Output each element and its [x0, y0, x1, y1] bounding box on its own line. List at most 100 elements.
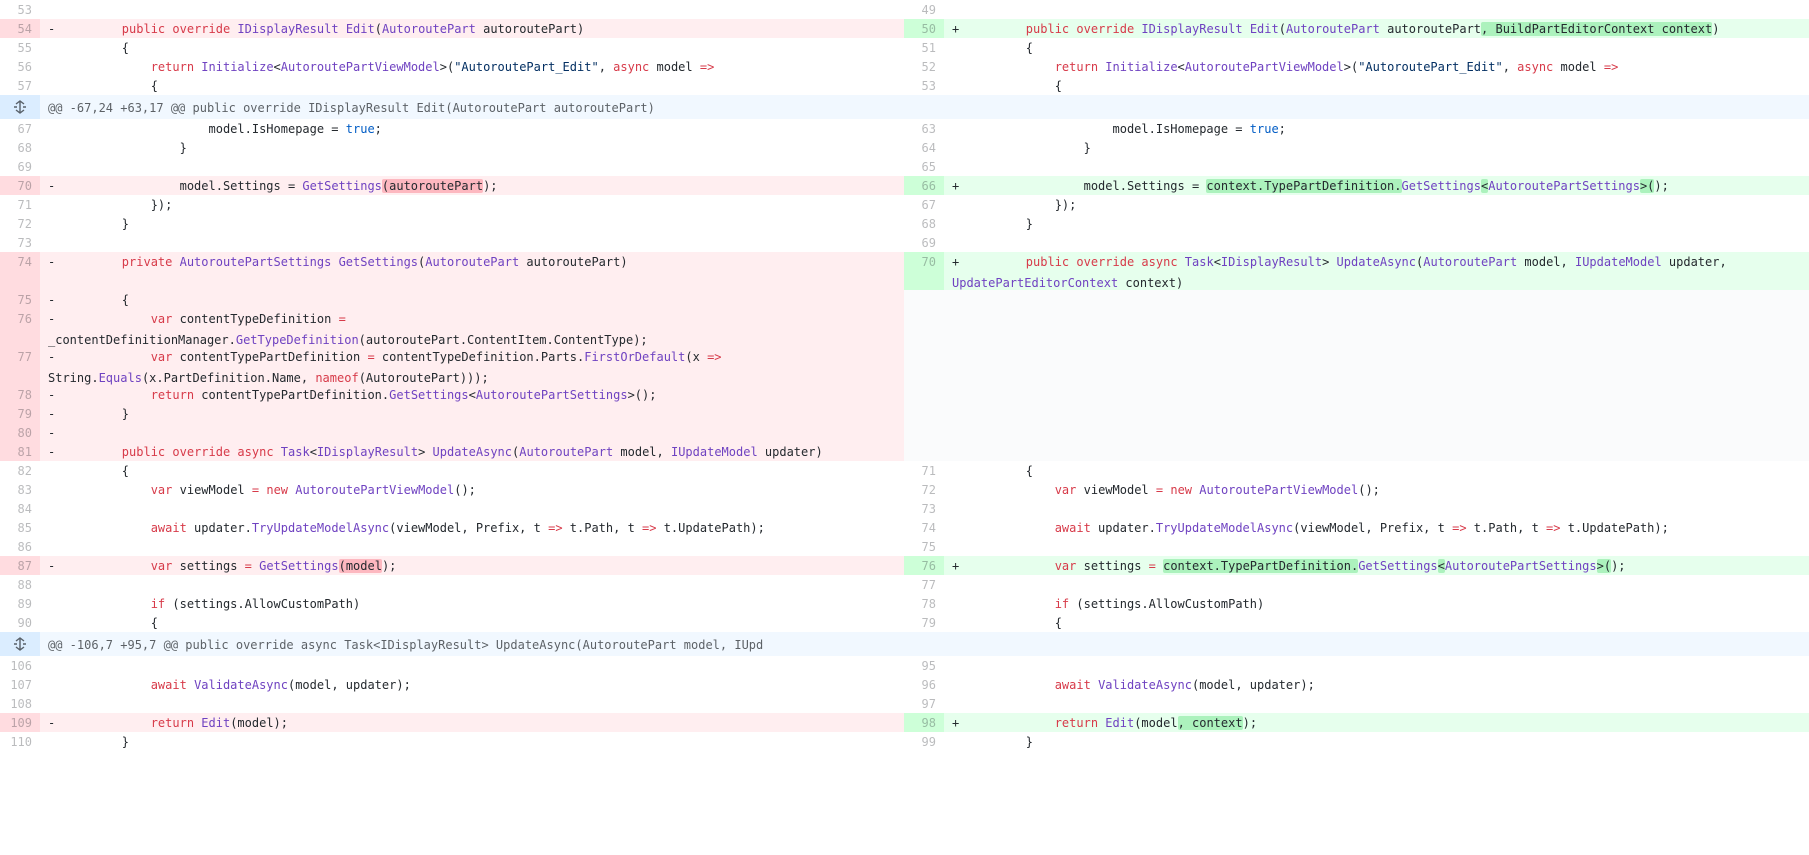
context-marker: [952, 38, 968, 57]
line-number[interactable]: 49: [904, 0, 944, 19]
line-number[interactable]: 73: [0, 233, 40, 252]
line-number[interactable]: 80: [0, 423, 40, 442]
context-marker: [952, 480, 968, 499]
code-token: AutoroutePartSettings: [1488, 179, 1640, 193]
line-number[interactable]: 65: [904, 157, 944, 176]
line-number[interactable]: 96: [904, 675, 944, 694]
left-side-line: 80-: [0, 423, 904, 442]
line-number[interactable]: 56: [0, 57, 40, 76]
line-number[interactable]: 106: [0, 656, 40, 675]
unfold-icon[interactable]: [0, 95, 40, 119]
line-number[interactable]: 78: [904, 594, 944, 613]
line-number[interactable]: 107: [0, 675, 40, 694]
code-token: return: [150, 60, 195, 74]
line-number[interactable]: 51: [904, 38, 944, 57]
line-number[interactable]: 67: [904, 195, 944, 214]
line-number[interactable]: 98: [904, 713, 944, 732]
line-number[interactable]: 55: [0, 38, 40, 57]
line-number[interactable]: 89: [0, 594, 40, 613]
line-number[interactable]: 109: [0, 713, 40, 732]
line-number[interactable]: [904, 385, 944, 404]
right-side-line: 51 {: [904, 38, 1809, 57]
line-number[interactable]: 66: [904, 176, 944, 195]
line-number[interactable]: [904, 423, 944, 442]
diff-row: 79- }: [0, 404, 1809, 423]
line-number[interactable]: 82: [0, 461, 40, 480]
diff-row: 90 {79 {: [0, 613, 1809, 632]
line-number[interactable]: 72: [0, 214, 40, 233]
diff-row: 89 if (settings.AllowCustomPath)78 if (s…: [0, 594, 1809, 613]
line-number[interactable]: 70: [0, 176, 40, 195]
code-token: "AutoroutePart_Edit": [1358, 60, 1503, 74]
code-token: if: [150, 597, 166, 611]
line-number[interactable]: 87: [0, 556, 40, 575]
context-marker: [952, 499, 968, 518]
diff-row: 69 65: [0, 157, 1809, 176]
context-marker: [952, 594, 968, 613]
line-number[interactable]: 69: [0, 157, 40, 176]
line-number[interactable]: [904, 347, 944, 385]
line-number[interactable]: 86: [0, 537, 40, 556]
line-number[interactable]: 64: [904, 138, 944, 157]
line-number[interactable]: 57: [0, 76, 40, 95]
line-number[interactable]: 79: [904, 613, 944, 632]
right-side-line: 67 });: [904, 195, 1809, 214]
line-number[interactable]: 76: [0, 309, 40, 347]
line-number[interactable]: 70: [904, 252, 944, 290]
code-token: public: [1025, 22, 1070, 36]
code-line: + public override async Task<IDisplayRes…: [944, 252, 1809, 290]
added-highlight: >(: [1639, 179, 1655, 193]
line-number[interactable]: 90: [0, 613, 40, 632]
line-number[interactable]: 71: [904, 461, 944, 480]
line-number[interactable]: 95: [904, 656, 944, 675]
code-token: await: [150, 678, 187, 692]
line-number[interactable]: 52: [904, 57, 944, 76]
line-number[interactable]: 76: [904, 556, 944, 575]
line-number[interactable]: 108: [0, 694, 40, 713]
code-token: Initialize: [1105, 60, 1178, 74]
code-token: override: [172, 445, 231, 459]
context-marker: [48, 119, 64, 138]
line-number[interactable]: 50: [904, 19, 944, 38]
line-number[interactable]: 75: [0, 290, 40, 309]
line-number[interactable]: [904, 442, 944, 461]
context-marker: [952, 732, 968, 751]
line-number[interactable]: 99: [904, 732, 944, 751]
line-number[interactable]: 78: [0, 385, 40, 404]
code-line: {: [40, 76, 904, 95]
line-number[interactable]: 67: [0, 119, 40, 138]
context-marker: [952, 138, 968, 157]
line-number[interactable]: 69: [904, 233, 944, 252]
line-number[interactable]: 73: [904, 499, 944, 518]
line-number[interactable]: 110: [0, 732, 40, 751]
line-number[interactable]: 74: [904, 518, 944, 537]
line-number[interactable]: 77: [904, 575, 944, 594]
line-number[interactable]: 77: [0, 347, 40, 385]
context-marker: [952, 575, 968, 594]
line-number[interactable]: 53: [904, 76, 944, 95]
line-number[interactable]: 74: [0, 252, 40, 290]
line-number[interactable]: [904, 404, 944, 423]
line-number[interactable]: 85: [0, 518, 40, 537]
line-number[interactable]: 68: [904, 214, 944, 233]
line-number[interactable]: 84: [0, 499, 40, 518]
line-number[interactable]: 68: [0, 138, 40, 157]
code-token: TryUpdateModelAsync: [251, 521, 390, 535]
unfold-icon[interactable]: [0, 632, 40, 656]
line-number[interactable]: 63: [904, 119, 944, 138]
code-token: AutoroutePartViewModel: [1199, 483, 1359, 497]
line-number[interactable]: 71: [0, 195, 40, 214]
line-number[interactable]: 83: [0, 480, 40, 499]
line-number[interactable]: 54: [0, 19, 40, 38]
line-number[interactable]: [904, 290, 944, 309]
line-number[interactable]: 81: [0, 442, 40, 461]
line-number[interactable]: 53: [0, 0, 40, 19]
addition-marker: +: [952, 255, 960, 269]
line-number[interactable]: 79: [0, 404, 40, 423]
line-number[interactable]: 88: [0, 575, 40, 594]
line-number[interactable]: 97: [904, 694, 944, 713]
line-number[interactable]: [904, 309, 944, 347]
left-side-line: 75- {: [0, 290, 904, 309]
line-number[interactable]: 75: [904, 537, 944, 556]
line-number[interactable]: 72: [904, 480, 944, 499]
